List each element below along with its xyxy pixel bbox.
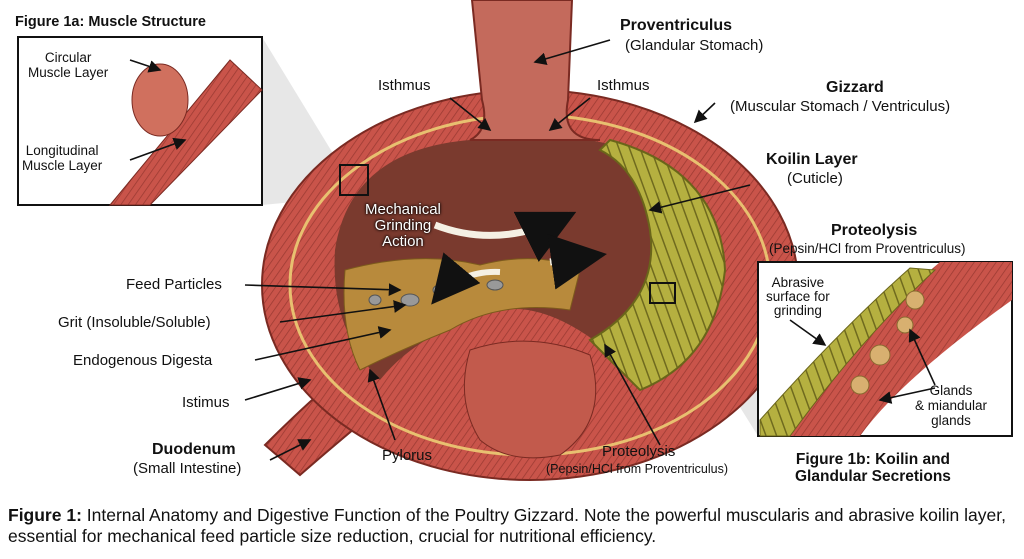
grit-label: Grit (Insoluble/Soluble): [58, 314, 211, 331]
proventriculus-tube: [469, 0, 601, 141]
fig1a-title: Figure 1a: Muscle Structure: [15, 14, 206, 30]
muscle-bundle: [108, 59, 263, 206]
glands-label: Glands & miandular glands: [915, 383, 988, 428]
fig1b-heading: Proteolysis: [831, 222, 918, 239]
grinding-arrow-3: [431, 252, 501, 305]
istimus-label: Istimus: [182, 394, 230, 411]
longitudinal-muscle-label: Longitudinal Muscle Layer: [22, 143, 103, 173]
fig1b-title: Figure 1b: Koilin and Glandular Secretio…: [795, 451, 951, 485]
proteolysis-bottom-sub: (Pepsin/HCl from Proventriculus): [546, 462, 728, 476]
feed-particles-label: Feed Particles: [126, 276, 222, 293]
endogenous-digesta-label: Endogenous Digesta: [73, 352, 213, 369]
isthmus-left-label: Isthmus: [378, 77, 431, 94]
gizzard-label: Gizzard: [826, 79, 884, 96]
proteolysis-bottom-label: Proteolysis: [602, 443, 676, 460]
fig1b-heading-sub: (Pepsin/HCl from Proventriculus): [769, 241, 966, 256]
koilin-label: Koilin Layer: [766, 151, 858, 168]
zoom-wedge-1a: [262, 37, 368, 205]
abrasive-surface-label: Abrasive surface for grinding: [766, 275, 830, 318]
gizzard-sub: (Muscular Stomach / Ventriculus): [730, 98, 951, 115]
caption-label: Figure 1:: [8, 505, 82, 525]
koilin-layer: [588, 138, 727, 392]
muscle-cross-section: [131, 63, 189, 137]
caption-text: Internal Anatomy and Digestive Function …: [8, 505, 1006, 546]
proventriculus-label: Proventriculus: [620, 17, 733, 34]
duodenum-label: Duodenum: [152, 441, 236, 458]
figure-caption: Figure 1: Internal Anatomy and Digestive…: [8, 505, 1018, 547]
lower-muscle-bulge: [463, 340, 597, 459]
koilin-sub: (Cuticle): [787, 170, 843, 187]
label-pointers: [129, 39, 936, 461]
glands: [850, 290, 925, 395]
pylorus-label: Pylorus: [382, 447, 433, 464]
duodenum-sub: (Small Intestine): [133, 460, 242, 477]
grinding-arrow-1: [433, 211, 577, 262]
mechanical-grinding-label: Mechanical Grinding Action: [365, 201, 441, 250]
isthmus-right-label: Isthmus: [597, 77, 650, 94]
proventriculus-sub: (Glandular Stomach): [625, 37, 764, 54]
circular-muscle-label: Circular Muscle Layer: [28, 50, 109, 80]
grinding-arrow-2: [547, 234, 607, 290]
